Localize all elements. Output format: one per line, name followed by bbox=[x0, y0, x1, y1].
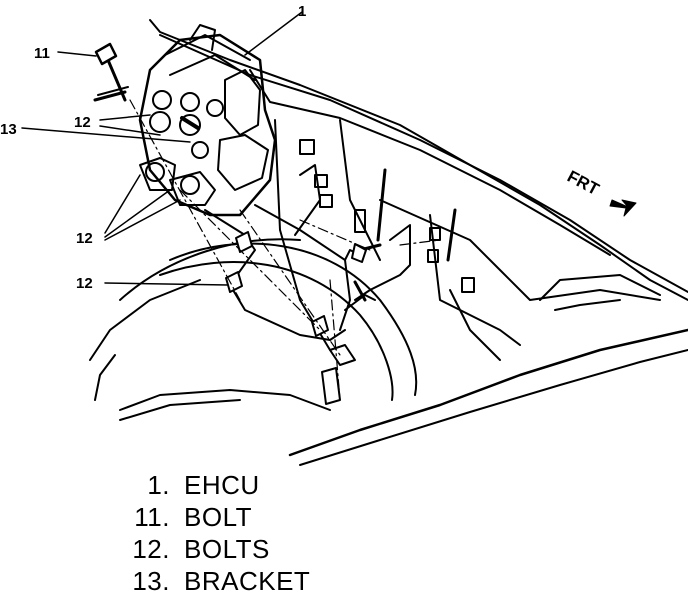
alignment-centerlines bbox=[129, 99, 441, 401]
legend-label: BOLT bbox=[184, 502, 252, 532]
legend-number: 13. bbox=[132, 566, 170, 596]
front-arrow-icon bbox=[609, 199, 637, 217]
callout-bolts-upper: 12 bbox=[74, 114, 91, 131]
legend-label: BRACKET bbox=[184, 566, 311, 596]
legend-number: 11. bbox=[134, 502, 170, 532]
callout-bolt: 11 bbox=[34, 45, 50, 62]
callout-ehcu: 1 bbox=[298, 3, 306, 20]
inner-panel bbox=[274, 119, 661, 361]
mounting-bracket bbox=[204, 164, 411, 366]
ehcu-unit bbox=[93, 24, 277, 217]
fender-outline bbox=[89, 19, 688, 466]
legend-number: 12. bbox=[132, 534, 170, 564]
legend-item: 1. EHCU bbox=[112, 470, 310, 502]
bolts bbox=[94, 42, 382, 405]
callout-bracket: 13 bbox=[0, 121, 17, 138]
front-direction-label: FRT bbox=[564, 167, 603, 200]
legend-item: 13. BRACKET bbox=[112, 566, 310, 598]
callout-bolts-lower: 12 bbox=[76, 275, 93, 292]
legend-label: EHCU bbox=[184, 470, 260, 500]
callout-bolts-left: 12 bbox=[76, 230, 93, 247]
legend-item: 12. BOLTS bbox=[112, 534, 310, 566]
leader-lines bbox=[21, 11, 303, 286]
legend-label: BOLTS bbox=[184, 534, 270, 564]
wheel-well bbox=[119, 238, 418, 401]
legend-number: 1. bbox=[147, 470, 170, 500]
parts-legend: 1. EHCU 11. BOLT 12. BOLTS 13. BRACKET bbox=[112, 470, 310, 598]
legend-item: 11. BOLT bbox=[112, 502, 310, 534]
